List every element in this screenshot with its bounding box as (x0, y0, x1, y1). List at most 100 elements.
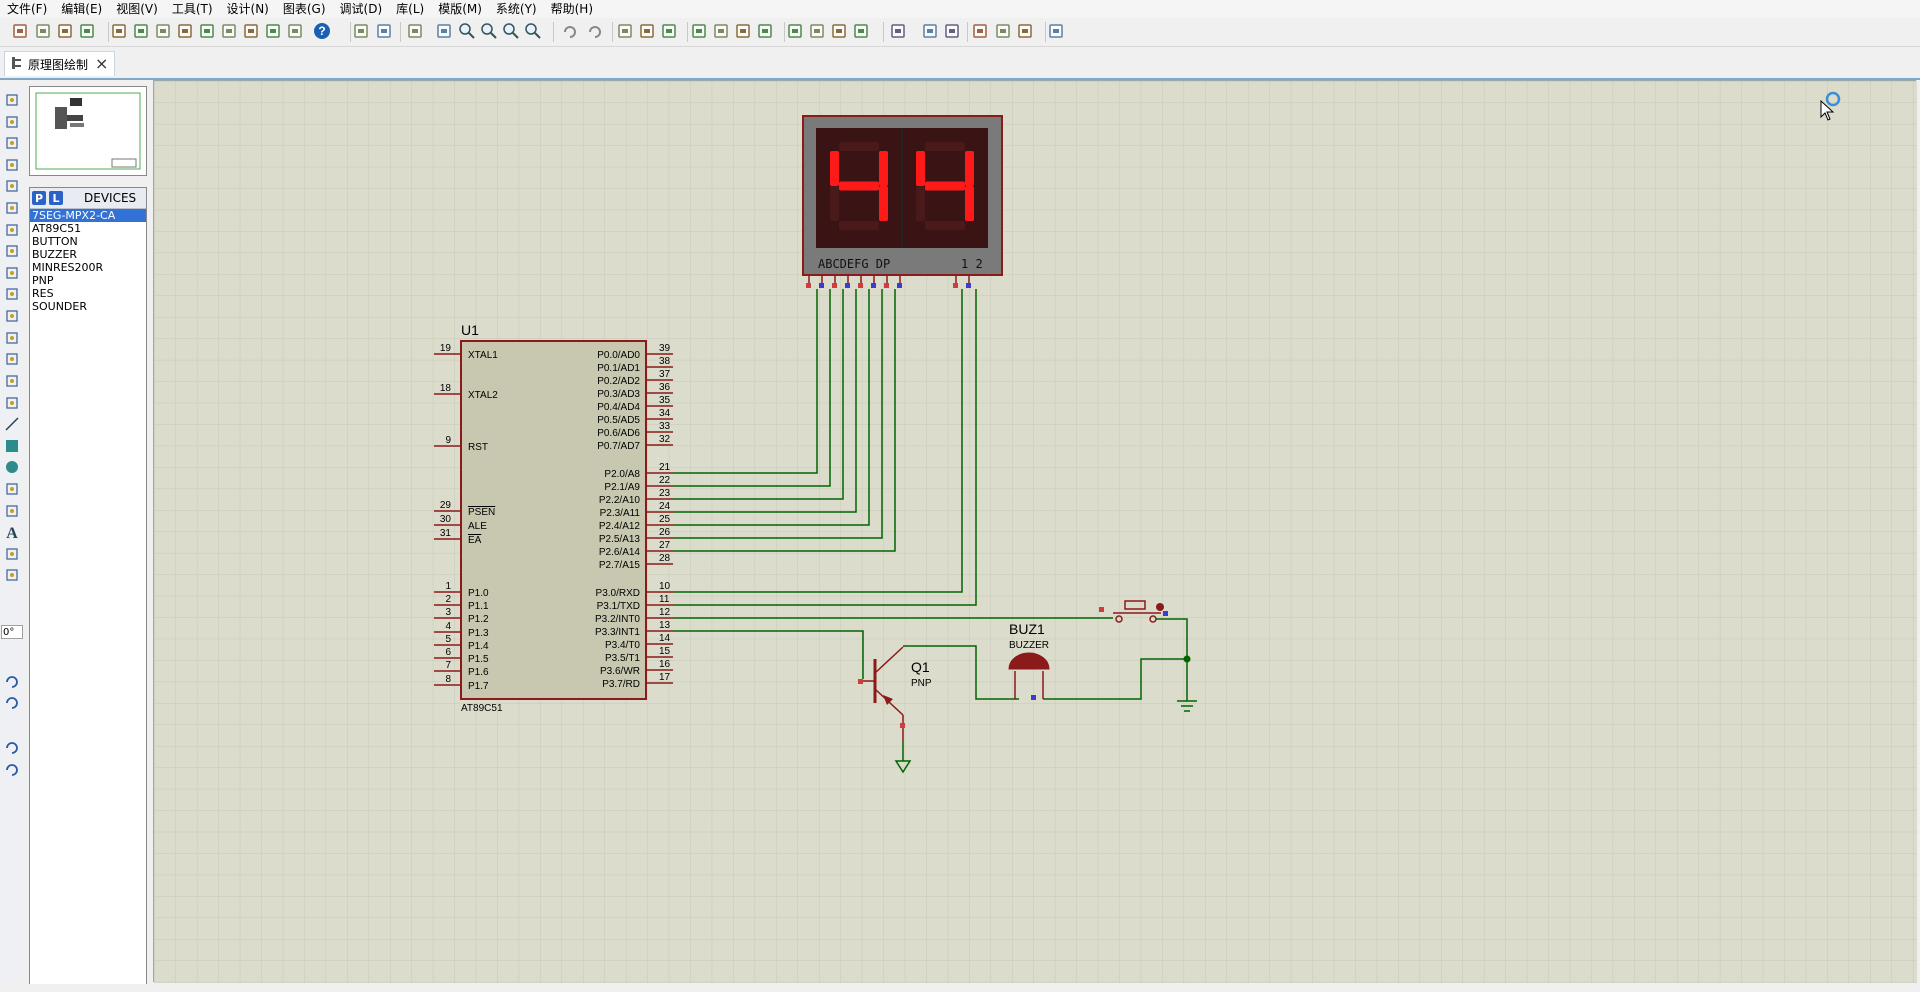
netlist-icon[interactable] (219, 21, 239, 41)
rotation-field[interactable]: 0° (1, 625, 23, 639)
text-script-icon[interactable] (3, 177, 21, 195)
menu-item-7[interactable]: 库(L) (396, 2, 425, 16)
virtual-instrument-icon[interactable] (3, 394, 21, 412)
block-delete-icon[interactable] (755, 21, 775, 41)
menu-item-9[interactable]: 系统(Y) (495, 2, 537, 16)
subcircuit-icon[interactable] (3, 221, 21, 239)
wire-autorouter-icon[interactable] (888, 21, 908, 41)
search-icon[interactable] (920, 21, 940, 41)
undo-icon[interactable] (560, 21, 580, 41)
library-button[interactable]: L (49, 191, 63, 205)
current-probe-icon[interactable] (3, 372, 21, 390)
u1-pin-number: 9 (445, 435, 451, 446)
circle-tool-icon[interactable] (3, 458, 21, 476)
menu-item-3[interactable]: 工具(T) (171, 2, 213, 16)
packaging-icon[interactable] (829, 21, 849, 41)
open-file-icon[interactable] (33, 21, 53, 41)
mirror-y-icon[interactable] (3, 761, 21, 779)
text-tool-icon[interactable]: A (3, 523, 21, 541)
marker-tool-icon[interactable] (3, 566, 21, 584)
exit-sheet-icon[interactable] (1015, 21, 1035, 41)
zoom-area-icon[interactable] (523, 21, 543, 41)
library-icon[interactable] (263, 21, 283, 41)
menu-item-6[interactable]: 调试(D) (339, 2, 383, 16)
grid-toggle-icon[interactable] (374, 21, 394, 41)
device-list-item[interactable]: MINRES200R (32, 261, 104, 274)
new-sheet-icon[interactable] (970, 21, 990, 41)
mirror-x-icon[interactable] (3, 739, 21, 757)
tab-schematic[interactable]: 原理图绘制 × (4, 51, 116, 76)
box-tool-icon[interactable] (3, 437, 21, 455)
device-list-item[interactable]: 7SEG-MPX2-CA (30, 209, 146, 222)
stop-icon[interactable] (153, 21, 173, 41)
digit-segment-on (916, 151, 925, 186)
menu-item-0[interactable]: 文件(F) (7, 2, 48, 16)
bom-icon[interactable] (241, 21, 261, 41)
bus-icon[interactable] (3, 199, 21, 217)
refresh-icon[interactable] (351, 21, 371, 41)
symbol-tool-icon[interactable] (3, 545, 21, 563)
pick-device-icon[interactable] (785, 21, 805, 41)
device-pin-icon[interactable] (3, 264, 21, 282)
zoom-out-icon[interactable] (479, 21, 499, 41)
report-icon[interactable] (285, 21, 305, 41)
save-icon[interactable] (55, 21, 75, 41)
junction-dot-icon[interactable] (3, 134, 21, 152)
import-icon[interactable] (77, 21, 97, 41)
menu-item-10[interactable]: 帮助(H) (550, 2, 594, 16)
device-list-item[interactable]: PNP (32, 274, 54, 287)
overview-thumbnail (35, 92, 141, 170)
zoom-in-icon[interactable] (457, 21, 477, 41)
arc-tool-icon[interactable] (3, 480, 21, 498)
device-list-item[interactable]: BUZZER (32, 248, 78, 261)
menu-item-5[interactable]: 图表(G) (282, 2, 326, 16)
new-file-icon[interactable] (10, 21, 30, 41)
paste-icon[interactable] (659, 21, 679, 41)
path-tool-icon[interactable] (3, 502, 21, 520)
decompose-icon[interactable] (851, 21, 871, 41)
device-list-item[interactable]: AT89C51 (32, 222, 82, 235)
device-list-item[interactable]: RES (32, 287, 54, 300)
home-icon[interactable] (109, 21, 129, 41)
grid-icon[interactable] (131, 21, 151, 41)
property-tool-icon[interactable] (942, 21, 962, 41)
device-list-item[interactable]: SOUNDER (32, 300, 87, 313)
help-icon[interactable]: ? (312, 21, 332, 41)
origin-icon[interactable] (405, 21, 425, 41)
block-rotate-icon[interactable] (733, 21, 753, 41)
block-move-icon[interactable] (711, 21, 731, 41)
copy-icon[interactable] (637, 21, 657, 41)
menu-item-4[interactable]: 设计(N) (226, 2, 269, 16)
tab-close-icon[interactable]: × (95, 54, 109, 73)
zoom-all-icon[interactable] (501, 21, 521, 41)
line-tool-icon[interactable] (3, 415, 21, 433)
rotate-ccw-icon[interactable] (3, 694, 21, 712)
sim-start-icon[interactable] (175, 21, 195, 41)
component-icon[interactable] (197, 21, 217, 41)
component-mode-icon[interactable] (3, 113, 21, 131)
wire-label-icon[interactable] (3, 156, 21, 174)
menu-item-2[interactable]: 视图(V) (116, 2, 158, 16)
make-device-icon[interactable] (807, 21, 827, 41)
selection-mode-icon[interactable] (3, 91, 21, 109)
digit-segment-on (879, 151, 888, 186)
menu-item-1[interactable]: 编辑(E) (61, 2, 103, 16)
pan-icon[interactable] (434, 21, 454, 41)
remove-sheet-icon[interactable] (993, 21, 1013, 41)
overview-window[interactable] (29, 86, 147, 176)
pick-devices-button[interactable]: P (32, 191, 46, 205)
design-explorer-icon[interactable] (1046, 21, 1066, 41)
terminal-icon[interactable] (3, 242, 21, 260)
block-copy-icon[interactable] (689, 21, 709, 41)
cut-icon[interactable] (615, 21, 635, 41)
redo-icon[interactable] (585, 21, 605, 41)
generator-icon[interactable] (3, 329, 21, 347)
rotate-cw-icon[interactable] (3, 673, 21, 691)
device-list-item[interactable]: BUTTON (32, 235, 78, 248)
voltage-probe-icon[interactable] (3, 350, 21, 368)
graph-icon[interactable] (3, 285, 21, 303)
menu-item-8[interactable]: 模版(M) (438, 2, 482, 16)
tape-recorder-icon[interactable] (3, 307, 21, 325)
